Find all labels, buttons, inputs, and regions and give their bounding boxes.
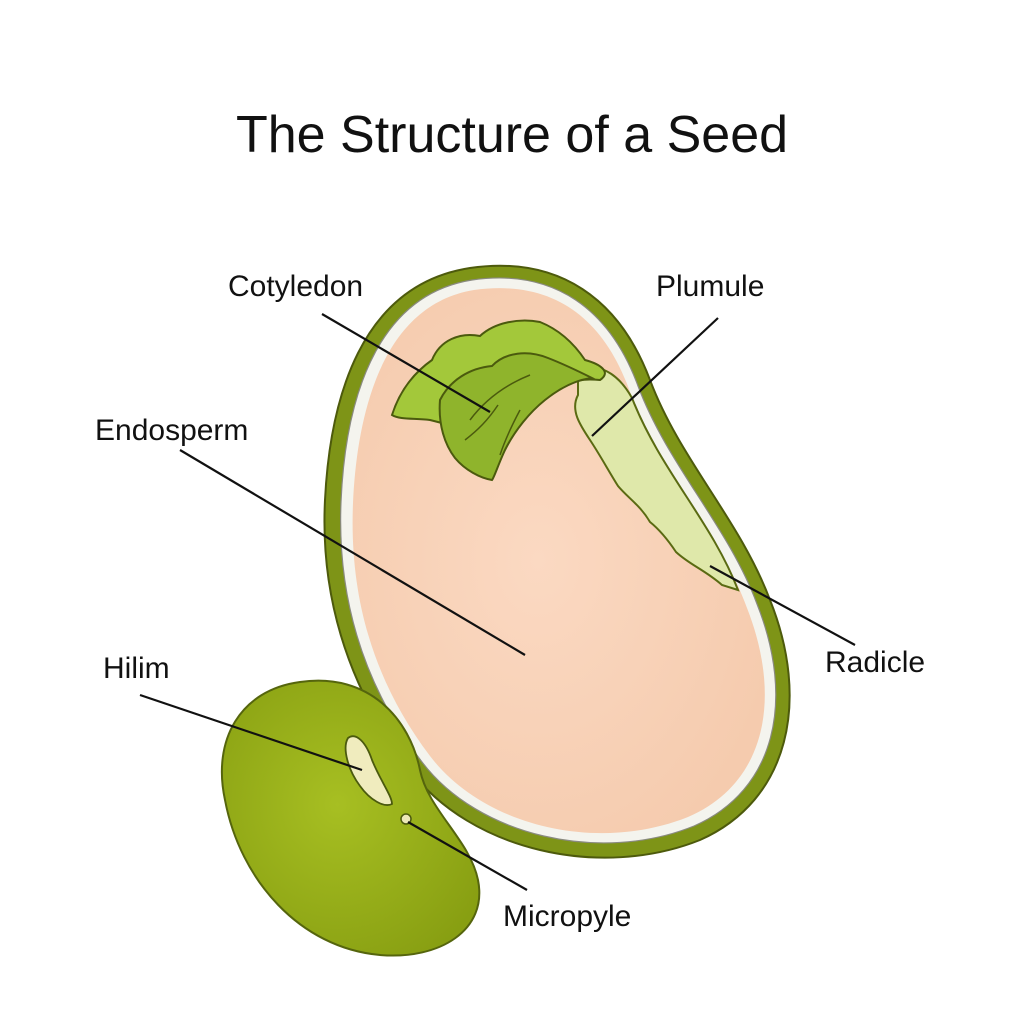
plumule (574, 365, 740, 592)
leader-cotyledon (321, 313, 491, 413)
label-endosperm: Endosperm (95, 414, 248, 447)
leader-micropyle (407, 821, 528, 891)
leader-plumule (591, 317, 719, 437)
label-cotyledon: Cotyledon (228, 270, 363, 303)
label-hilim: Hilim (103, 652, 170, 685)
hilum (344, 735, 393, 806)
leader-hilim (139, 693, 363, 772)
page-title: The Structure of a Seed (235, 106, 789, 164)
label-micropyle: Micropyle (503, 900, 631, 933)
label-plumule: Plumule (656, 270, 764, 303)
cotyledon-vein (464, 374, 531, 456)
label-radicle: Radicle (825, 646, 925, 679)
whole-seed (220, 679, 481, 957)
leader-endosperm (179, 449, 526, 656)
leader-radicle (709, 565, 856, 646)
